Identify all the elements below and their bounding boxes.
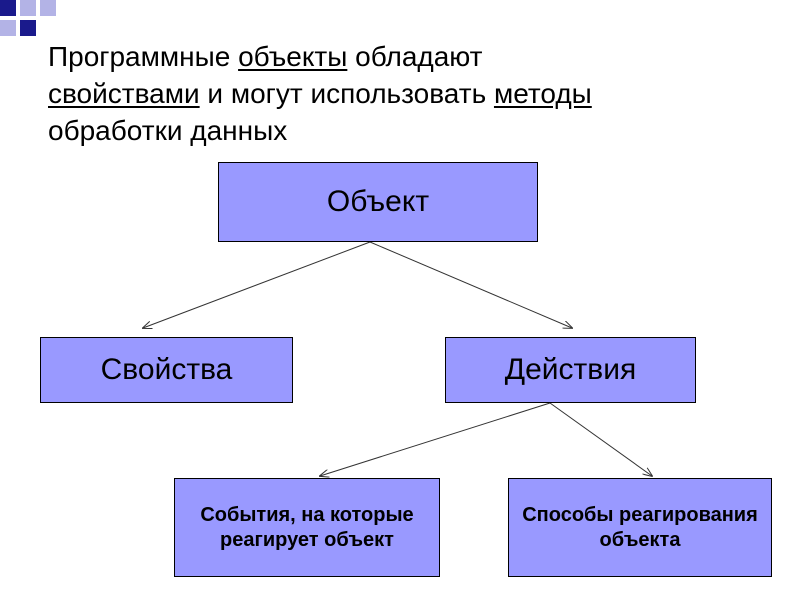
node-object: Объект xyxy=(218,162,538,242)
corner-square xyxy=(20,0,36,16)
corner-square xyxy=(40,0,56,16)
edge-object-actions xyxy=(369,241,572,328)
title-term-properties: свойствами xyxy=(48,78,200,109)
title-line-2: свойствами и могут использовать методы xyxy=(48,75,768,112)
title-term-objects: объекты xyxy=(238,41,348,72)
node-actions: Действия xyxy=(445,337,696,403)
slide-title: Программные объекты обладают свойствами … xyxy=(48,38,768,149)
title-text: Программные xyxy=(48,41,239,72)
corner-square xyxy=(20,20,36,36)
edge-actions-events xyxy=(320,402,551,476)
corner-square xyxy=(0,0,16,16)
corner-decoration xyxy=(0,0,70,50)
node-methods: Способы реагирования объекта xyxy=(508,478,772,577)
edge-actions-methods xyxy=(549,402,652,476)
corner-square xyxy=(0,20,16,36)
node-properties: Свойства xyxy=(40,337,293,403)
title-line-1: Программные объекты обладают xyxy=(48,38,768,75)
title-term-methods: методы xyxy=(493,78,592,109)
title-text: и могут использовать xyxy=(199,78,494,109)
edge-object-properties xyxy=(143,241,371,328)
node-events: События, на которые реагирует объект xyxy=(174,478,440,577)
title-line-3: обработки данных xyxy=(48,115,288,146)
title-text: обладают xyxy=(347,41,483,72)
